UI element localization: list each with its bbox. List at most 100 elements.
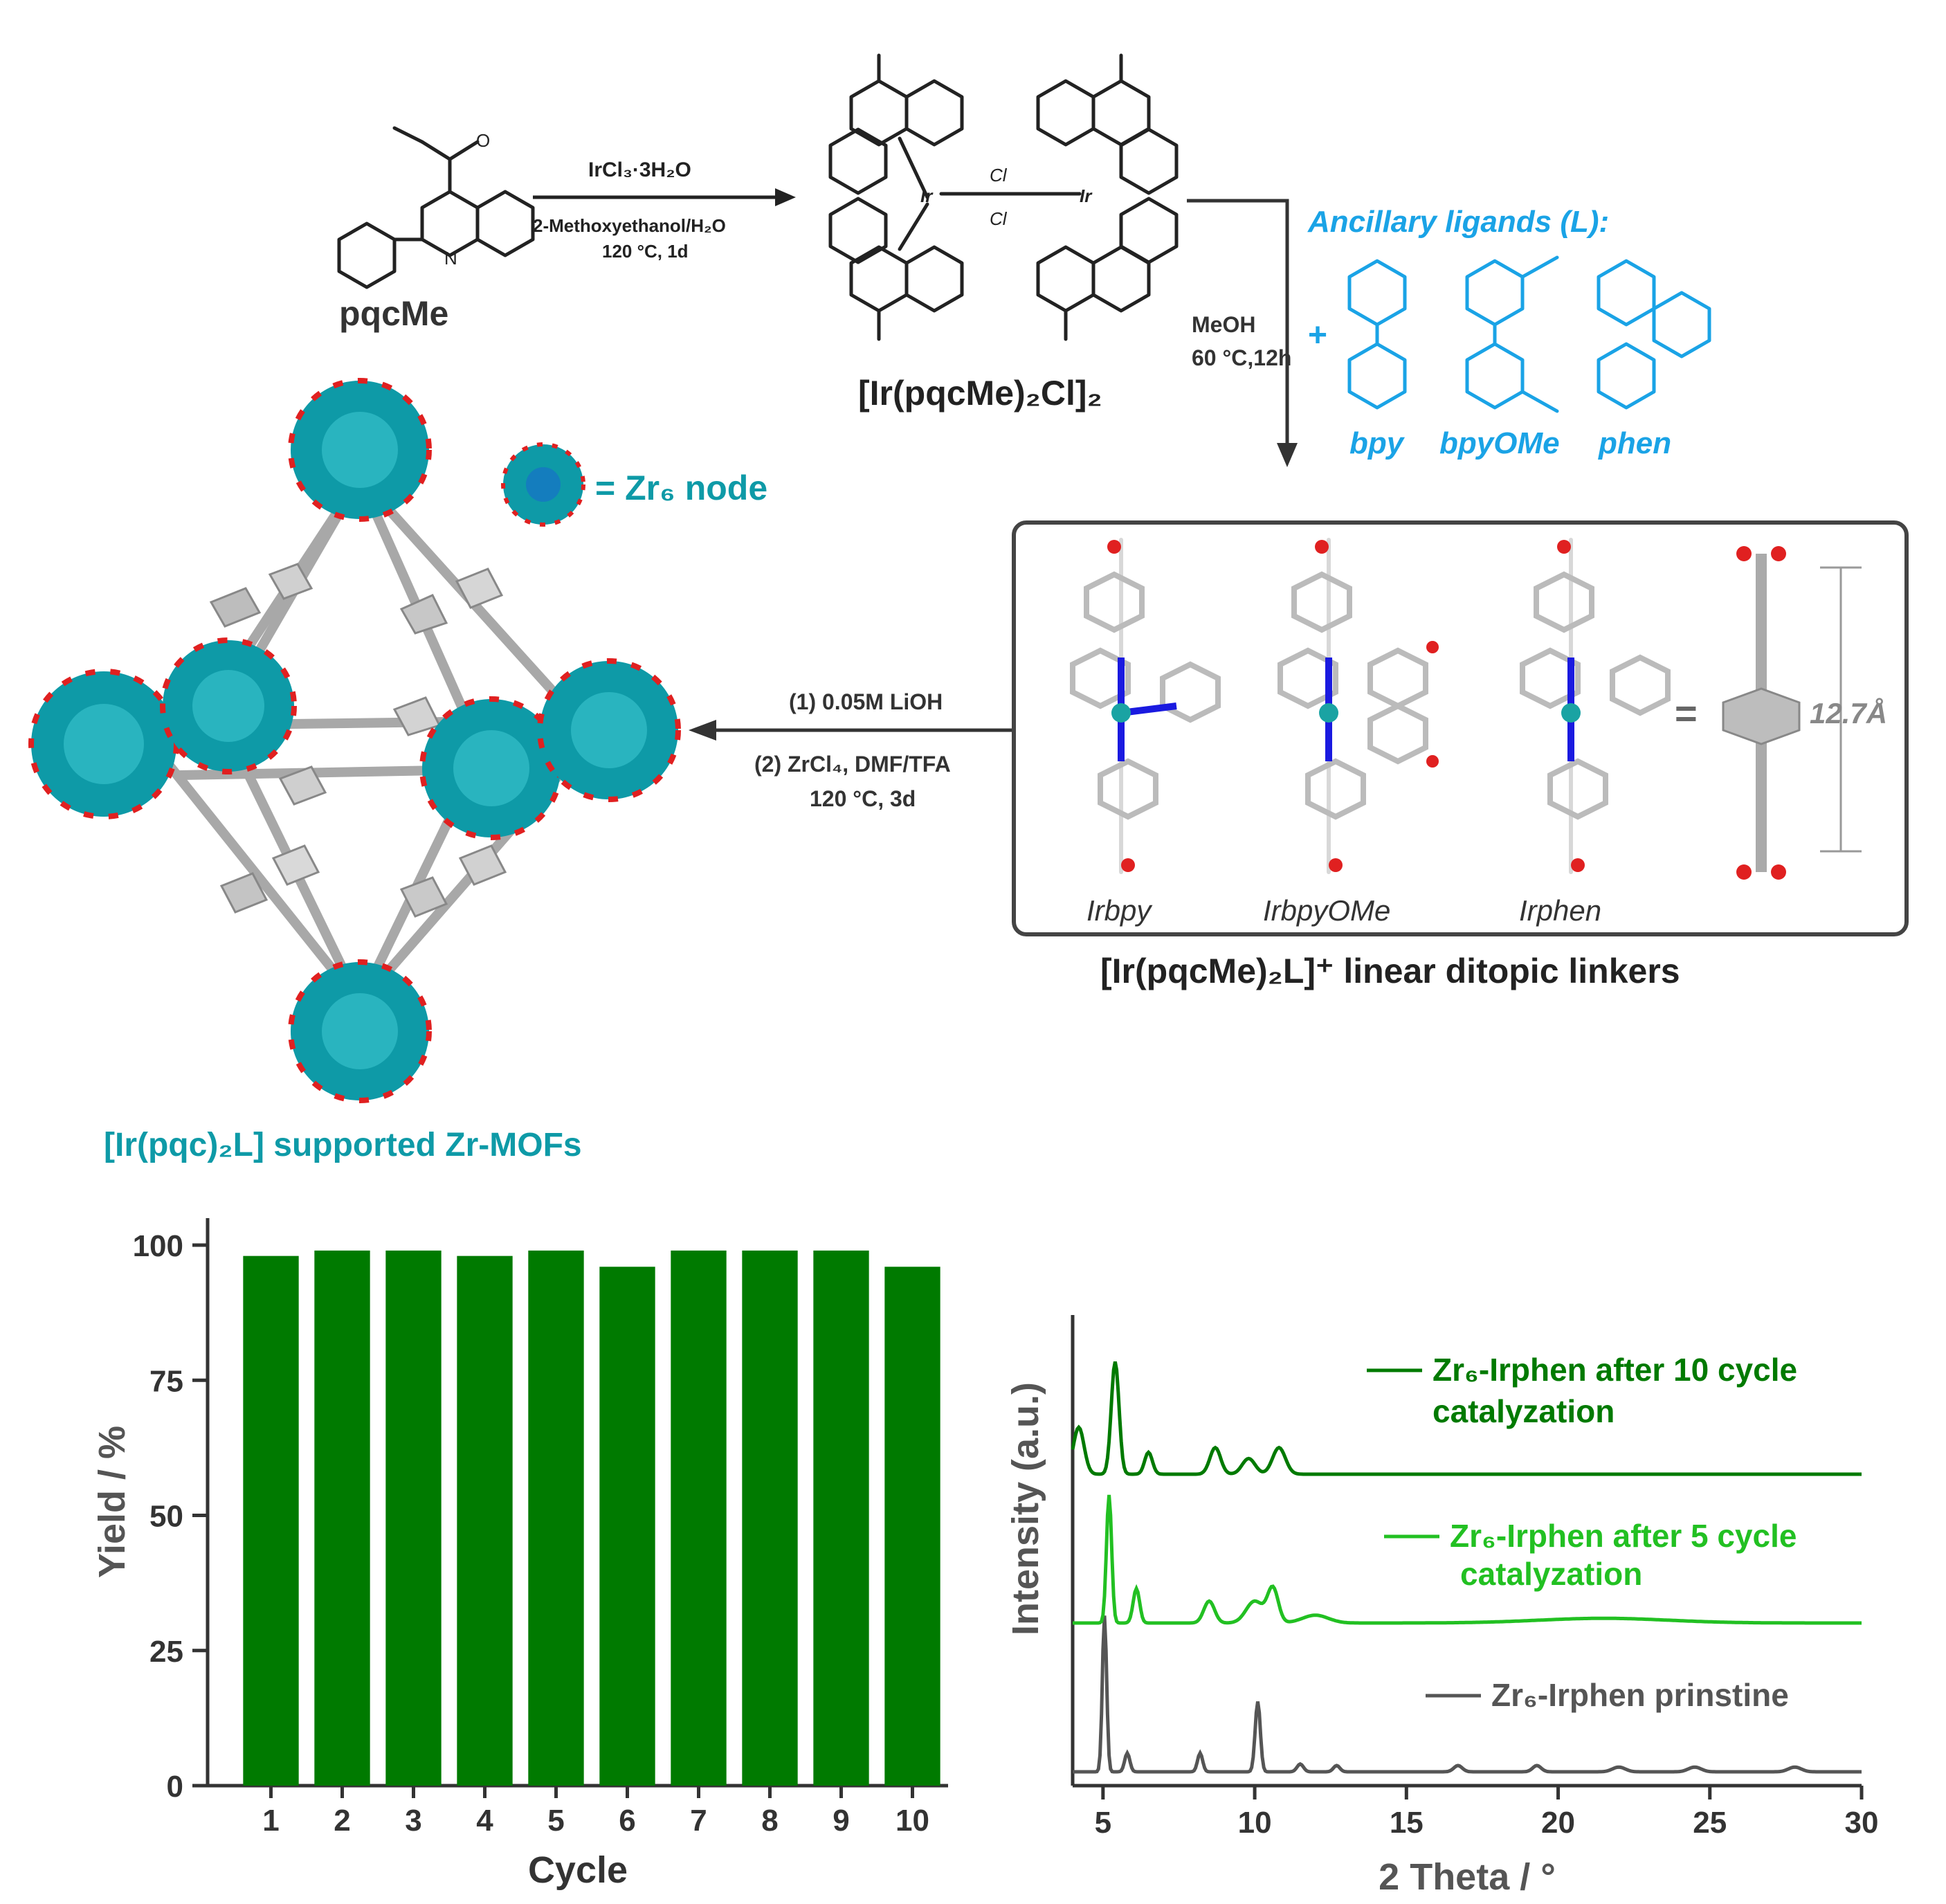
zr6-node [288, 959, 432, 1103]
x-tick-label: 5 [547, 1804, 564, 1838]
dimer-atom-cl-top: Cl [990, 165, 1008, 185]
zr6-legend-label: = Zr₆ node [595, 469, 767, 507]
y-tick-label: 75 [149, 1364, 183, 1398]
zr6-legend-icon [501, 442, 585, 527]
bar-cycle-5 [528, 1250, 584, 1786]
y-tick-label: 100 [133, 1229, 183, 1263]
legend-label: Zr₆-Irphen prinstine [1491, 1677, 1789, 1713]
x-tick-label: 5 [1095, 1806, 1111, 1840]
dimer-name: [Ir(pqcMe)₂Cl]₂ [858, 374, 1102, 412]
zr6-node [160, 637, 297, 774]
bar-cycle-3 [385, 1250, 442, 1786]
linker-label-irphen: Irphen [1519, 894, 1601, 927]
xrd-series-line [1073, 1615, 1862, 1774]
ancillary-ligand-phen: phen [1598, 426, 1671, 460]
x-tick-label: 25 [1693, 1806, 1727, 1840]
legend-label: Zr₆-Irphen after 10 cycle [1433, 1352, 1797, 1388]
linker-irbpyome [1277, 538, 1439, 874]
linker-polyhedron [219, 872, 269, 914]
x-tick-label: 10 [1238, 1806, 1272, 1840]
x-tick-label: 30 [1845, 1806, 1879, 1840]
y-tick-label: 0 [167, 1770, 183, 1804]
step3-line-1: (1) 0.05M LiOH [789, 689, 943, 714]
reagent-line-1: IrCl₃·3H₂O [588, 158, 691, 181]
svg-text:O: O [476, 130, 490, 151]
x-axis-title: Cycle [528, 1849, 628, 1891]
ancillary-ligand-bpy: bpy [1349, 426, 1406, 460]
ancillary-ligand-bpyome: bpyOMe [1439, 426, 1560, 460]
legend-label: catalyzation [1460, 1556, 1642, 1592]
mof-framework [28, 378, 681, 1103]
x-tick-label: 15 [1390, 1806, 1424, 1840]
linker-polyhedron [209, 587, 262, 628]
pxrd-line-chart: 5 10 15 20 25 30 Zr₆-Irphen after 10 cycle cata… [1005, 1315, 1878, 1898]
linker-simplified [1722, 546, 1862, 880]
y-tick-label: 25 [149, 1635, 183, 1669]
linker-irbpy [1070, 538, 1221, 874]
linker-polyhedron [268, 563, 313, 600]
step3-line-2: (2) ZrCl₄, DMF/TFA [754, 752, 951, 777]
x-tick-label: 20 [1541, 1806, 1575, 1840]
phen-structure [1597, 259, 1711, 410]
reagent-line-3: 120 °C, 1d [602, 241, 689, 262]
x-tick-label: 1 [262, 1804, 279, 1838]
y-tick-label: 50 [149, 1500, 183, 1534]
x-tick-label: 10 [895, 1804, 929, 1838]
linker-polyhedron [271, 844, 320, 886]
x-tick-label: 9 [833, 1804, 849, 1838]
linker-irphen [1520, 538, 1671, 874]
linker-panel [1012, 520, 1909, 936]
ligand-name: pqcMe [339, 294, 448, 333]
linker-polyhedron [399, 876, 448, 918]
reaction-arrow-3 [689, 720, 1014, 741]
bar-cycle-6 [599, 1267, 655, 1786]
x-tick-label: 6 [619, 1804, 635, 1838]
x-tick-label: 7 [690, 1804, 707, 1838]
x-tick-label: 3 [405, 1804, 421, 1838]
x-axis-title: 2 Theta / ° [1379, 1856, 1556, 1898]
x-tick-label: 2 [334, 1804, 350, 1838]
zr6-node [288, 378, 432, 522]
zr6-node [28, 669, 179, 819]
reagent-line-2: 2-Methoxyethanol/H₂O [533, 215, 726, 236]
mof-caption: [Ir(pqc)₂L] supported Zr-MOFs [104, 1127, 582, 1163]
linker-polyhedron [278, 765, 327, 806]
svg-text:N: N [444, 248, 457, 269]
x-tick-label: 4 [476, 1804, 493, 1838]
legend-label: catalyzation [1433, 1393, 1615, 1429]
bar-cycle-4 [457, 1255, 513, 1786]
linker-polyhedron [399, 594, 448, 635]
dimer-atom-cl-bottom: Cl [990, 208, 1008, 229]
ancillary-title: Ancillary ligands (L): [1307, 205, 1609, 239]
bar-cycle-7 [671, 1250, 727, 1786]
linker-label-irbpyome: IrbpyOMe [1263, 894, 1390, 927]
legend-label: Zr₆-Irphen after 5 cycle [1450, 1518, 1797, 1554]
step3-line-3: 120 °C, 3d [810, 786, 916, 811]
bar-cycle-1 [243, 1255, 299, 1786]
plus-sign: + [1308, 317, 1327, 354]
iridium-dimer-structure [828, 53, 1179, 341]
step2-line-1: MeOH [1192, 312, 1255, 337]
dimer-atom-ir-right: Ir [1080, 185, 1093, 206]
y-axis-title: Yield / % [91, 1426, 133, 1578]
linker-caption: [Ir(pqcMe)₂L]⁺ linear ditopic linkers [1100, 952, 1680, 990]
linker-equals: = [1675, 691, 1698, 735]
bpy-structure [1347, 259, 1407, 410]
bar-cycle-9 [813, 1250, 869, 1786]
bar-cycle-10 [884, 1267, 940, 1786]
bar-cycle-2 [314, 1250, 370, 1786]
pqcme-structure: O N [337, 126, 535, 289]
xrd-series-line [1071, 1361, 1862, 1476]
linker-polyhedron [458, 844, 507, 886]
zr6-node [537, 658, 681, 802]
linker-polyhedron [455, 568, 504, 609]
step2-line-2: 60 °C,12h [1192, 345, 1291, 370]
linker-label-irbpy: Irbpy [1086, 894, 1153, 927]
x-tick-label: 8 [761, 1804, 778, 1838]
bar-cycle-8 [742, 1250, 798, 1786]
linker-length-label: 12.7Å [1810, 697, 1887, 729]
dimer-atom-ir-left: Ir [920, 185, 934, 206]
reaction-arrow-1 [533, 188, 796, 206]
